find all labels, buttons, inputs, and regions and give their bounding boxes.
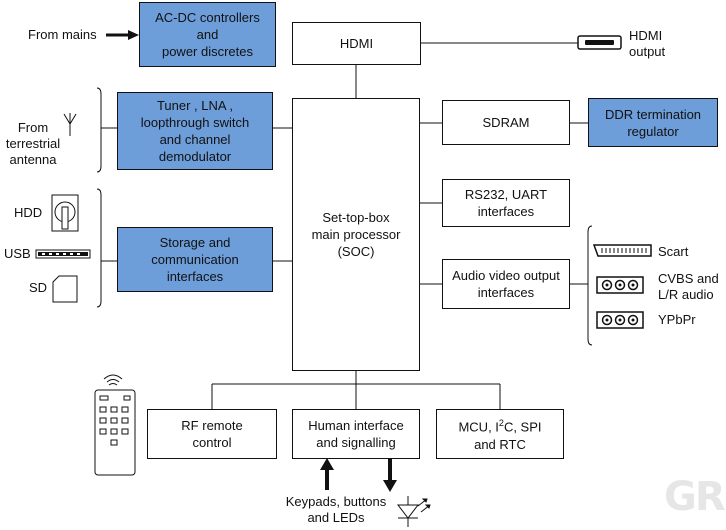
hdmi-block: HDMI: [292, 22, 421, 65]
mains-arrow: [106, 30, 139, 40]
storage-block: Storage and communication interfaces: [117, 227, 273, 292]
rca-connector-icon: [596, 276, 644, 294]
watermark-logo: GR: [664, 474, 726, 520]
soc-block: Set-top-box main processor (SOC): [292, 98, 420, 371]
hdd-icon: [51, 194, 79, 232]
hdd-label: HDD: [14, 205, 43, 220]
usb-icon: [35, 249, 91, 259]
hdmi-output-label: HDMI output: [629, 28, 666, 59]
cvbs-label: CVBS and L/R audio: [658, 271, 719, 302]
scart-label: Scart: [658, 244, 689, 259]
hdmi-port-icon: [577, 35, 622, 50]
sdram-block: SDRAM: [442, 100, 570, 145]
led-icon: [396, 496, 431, 527]
ypbpr-label: YPbPr: [658, 312, 696, 327]
scart-port-icon: [592, 244, 652, 257]
acdc-block: AC-DC controllers and power discretes: [139, 2, 276, 67]
usb-label: USB: [4, 246, 31, 261]
from-mains-label: From mains: [28, 27, 97, 42]
sd-card-icon: [52, 275, 78, 303]
av-output-block: Audio video output interfaces: [442, 259, 570, 309]
rf-remote-block: RF remote control: [147, 409, 277, 459]
antenna-icon: [63, 113, 77, 136]
tuner-block: Tuner , LNA , loopthrough switch and cha…: [117, 92, 273, 170]
mcu-block: MCU, I2C, SPI and RTC: [436, 409, 564, 459]
remote-control-icon: [94, 374, 136, 476]
keypads-label: Keypads, buttons and LEDs: [285, 494, 387, 525]
sd-label: SD: [29, 280, 48, 295]
from-antenna-label: From terrestrial antenna: [5, 120, 61, 167]
rs232-block: RS232, UART interfaces: [442, 179, 570, 227]
keypad-arrows: [320, 458, 397, 492]
mcu-text: MCU, I2C, SPI and RTC: [458, 418, 542, 452]
human-interface-block: Human interface and signalling: [292, 409, 420, 459]
ddr-termination-block: DDR termination regulator: [588, 98, 718, 147]
rca-connector-icon: [596, 311, 644, 329]
